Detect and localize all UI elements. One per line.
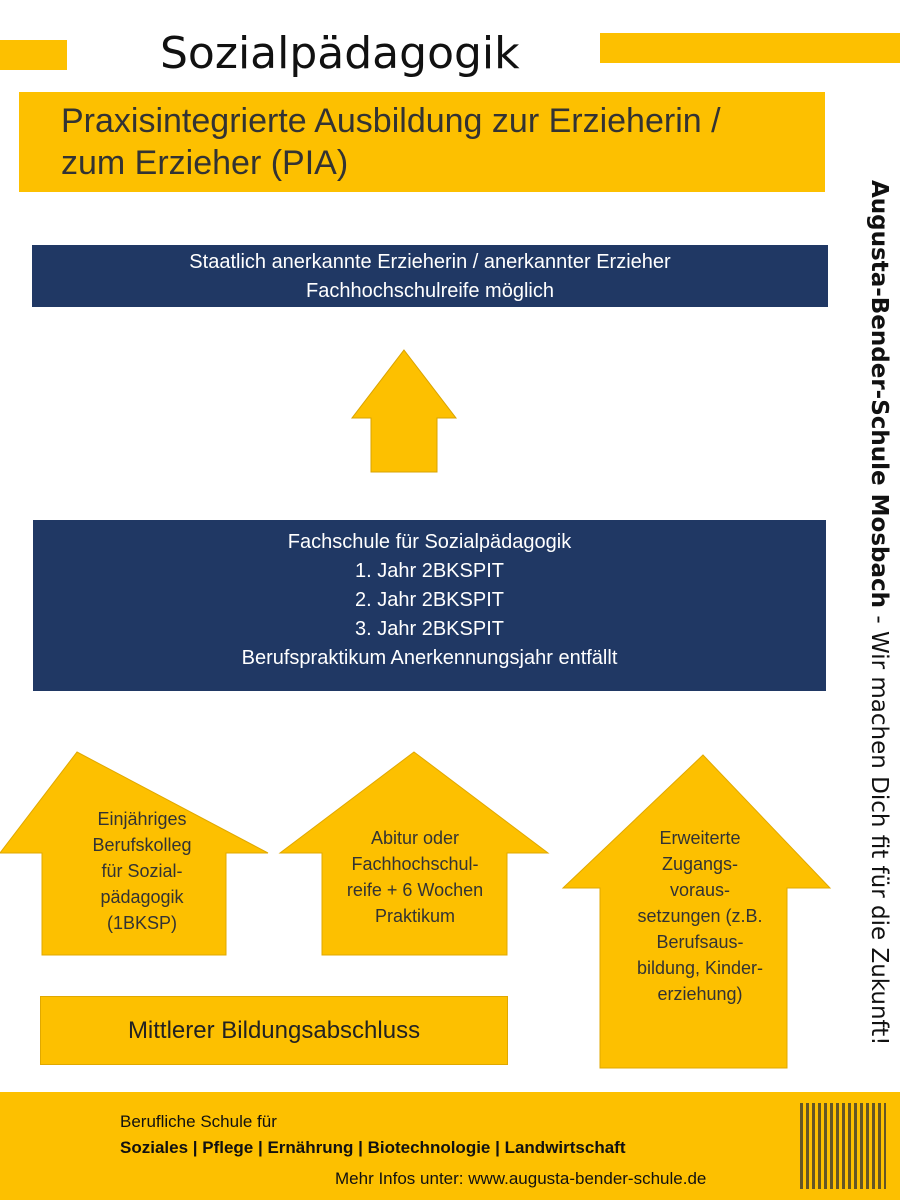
up-arrow-top <box>350 349 458 473</box>
entry-2-text: Abitur oder Fachhochschul- reife + 6 Woc… <box>315 825 515 929</box>
page-title: Sozialpädagogik <box>160 28 520 79</box>
entry-line: erziehung) <box>657 984 743 1004</box>
entry-line: setzungen (z.B. <box>637 906 763 926</box>
up-arrow-entry-2 <box>278 751 550 956</box>
entry-line: bildung, Kinder- <box>636 958 764 978</box>
entry-line: Praktikum <box>374 906 455 926</box>
entry-line: Einjähriges <box>97 809 187 829</box>
up-arrow-entry-1 <box>0 751 269 956</box>
goal-box: Staatlich anerkannte Erzieherin / anerka… <box>32 245 828 307</box>
entry-line: voraus- <box>669 880 731 900</box>
entry-line: (1BKSP) <box>106 913 178 933</box>
entry-line: Fachhochschul- <box>351 854 479 874</box>
school-name: Augusta-Bender-Schule Mosbach <box>866 180 892 609</box>
school-slogan: Augusta-Bender-Schule Mosbach - Wir mach… <box>848 180 892 1045</box>
goal-line: Staatlich anerkannte Erzieherin / anerka… <box>189 251 671 273</box>
subtitle-banner: Praxisintegrierte Ausbildung zur Erziehe… <box>19 92 825 192</box>
qr-code-icon[interactable] <box>800 1103 886 1189</box>
entry-line: reife + 6 Wochen <box>346 880 484 900</box>
entry-3-text: Erweiterte Zugangs- voraus- setzungen (z… <box>600 825 800 1007</box>
footer-website-link[interactable]: Mehr Infos unter: www.augusta-bender-sch… <box>335 1169 707 1188</box>
entry-line: pädagogik <box>100 887 184 907</box>
slogan: - Wir machen Dich fit für die Zukunft! <box>866 608 892 1046</box>
entry-line: für Sozial- <box>101 861 183 881</box>
entry-line: Erweiterte <box>659 828 741 848</box>
entry-line: Berufskolleg <box>92 835 192 855</box>
entry-line: Abitur oder <box>370 828 460 848</box>
school-line: Fachschule für Sozialpädagogik <box>287 531 572 553</box>
school-line: Berufspraktikum Anerkennungsjahr entfäll… <box>241 647 618 669</box>
decor-bar-right <box>600 33 900 63</box>
school-box: Fachschule für Sozialpädagogik 1. Jahr 2… <box>33 520 826 691</box>
subtitle-line: zum Erzieher (PIA) <box>61 144 349 182</box>
footer: Berufliche Schule für Soziales | Pflege … <box>0 1092 900 1200</box>
entry-line: Berufsaus- <box>656 932 744 952</box>
footer-departments: Soziales | Pflege | Ernährung | Biotechn… <box>120 1138 626 1157</box>
base-requirement-box: Mittlerer Bildungsabschluss <box>40 996 508 1065</box>
footer-line1: Berufliche Schule für <box>120 1112 277 1131</box>
goal-line: Fachhochschulreife möglich <box>306 280 554 302</box>
school-line: 1. Jahr 2BKSPIT <box>355 560 504 582</box>
decor-bar-left <box>0 40 67 70</box>
subtitle-line: Praxisintegrierte Ausbildung zur Erziehe… <box>61 102 721 140</box>
school-line: 3. Jahr 2BKSPIT <box>355 618 504 640</box>
up-arrow-entry-3 <box>561 754 832 1069</box>
entry-1-text: Einjähriges Berufskolleg für Sozial- päd… <box>42 806 242 936</box>
school-line: 2. Jahr 2BKSPIT <box>355 589 504 611</box>
entry-line: Zugangs- <box>661 854 739 874</box>
